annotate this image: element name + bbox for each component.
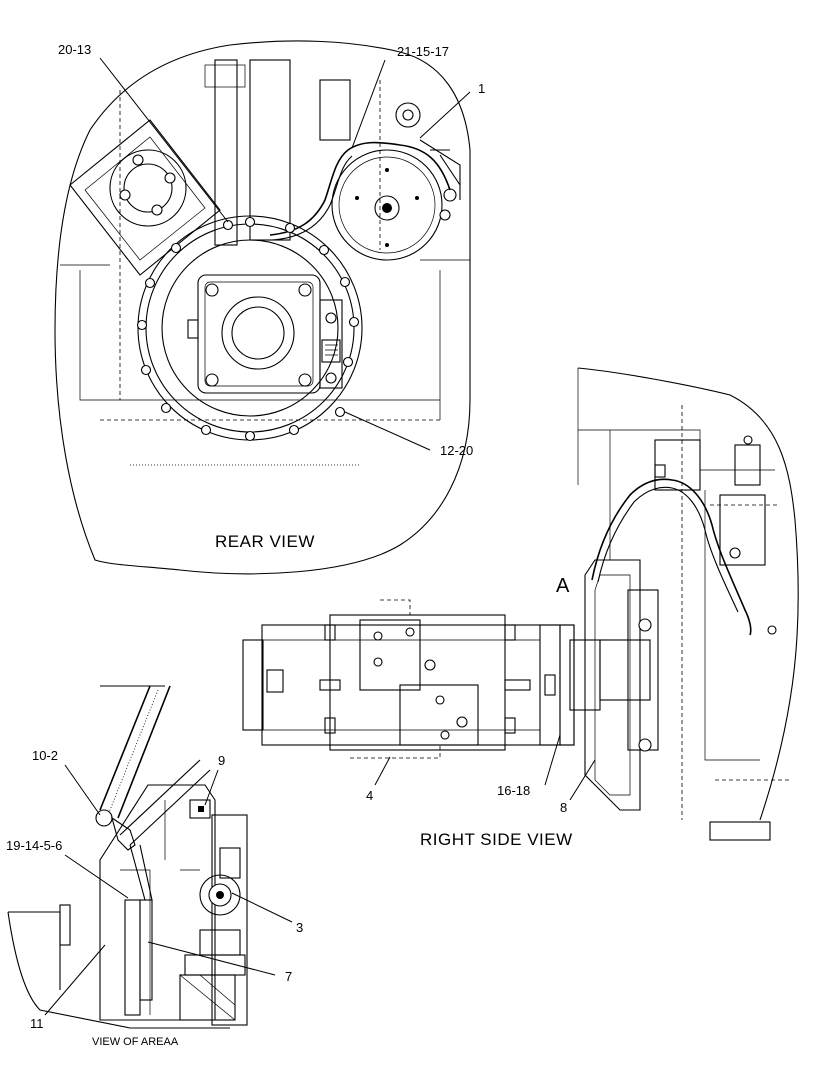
area-a-strap [119,759,211,846]
callout-16-18: 16-18 [497,783,530,798]
leader-21-15-17 [351,59,386,149]
right-adapter-housing [584,559,641,811]
callout-11: 11 [30,1016,44,1031]
right-fitting-block-2 [734,444,761,486]
rear-column-mid [249,59,291,241]
leader-12-20 [344,411,431,451]
rear-column-cap [204,64,246,88]
rear-hidden-lines [100,80,440,421]
leader-10-2 [64,764,101,816]
right-engine-lines [577,368,775,761]
rear-flywheel-housing [136,215,363,442]
right-main-pump [242,599,575,759]
leader-3 [231,892,293,923]
right-hose-clamp [654,464,666,478]
area-a-hose-left-edge [99,685,151,811]
rear-right-cover [331,149,443,261]
callout-1: 1 [478,81,485,96]
rear-frame-lines [60,259,470,420]
leader-11 [44,944,106,1016]
right-hose-inner [597,486,739,613]
rear-left-pump [69,119,221,276]
rear-hose-inner [271,155,353,241]
area-a-view-title: VIEW OF AREAA [92,1036,179,1048]
callout-20-13: 20-13 [58,42,91,57]
rear-pump-plate [187,274,343,394]
leader-19-14-5-6 [64,854,129,899]
right-hose [591,478,752,636]
right-side-view [242,367,799,841]
callout-7: 7 [285,969,292,984]
callout-3: 3 [296,920,303,935]
callout-19-14-5-6: 19-14-5-6 [6,838,62,853]
leader-4 [374,756,391,786]
area-a-marker: A [556,575,570,597]
right-cooler-block [719,494,766,566]
callout-9: 9 [218,753,225,768]
rear-fittings [319,79,461,221]
leader-20-13 [99,57,229,223]
rear-view-outline [54,40,471,575]
right-engine-outline [577,367,799,821]
area-a-gear [199,874,241,916]
right-hidden-lines [681,405,790,820]
callout-21-15-17: 21-15-17 [397,44,449,59]
leader-7 [147,941,276,976]
callout-12-20: 12-20 [440,443,473,458]
area-a-left-block [8,911,61,990]
area-a-hose-right-edge [117,685,171,819]
area-a-housing [99,784,216,1021]
right-side-view-title: RIGHT SIDE VIEW [420,830,573,849]
area-a-view [7,685,293,1029]
leader-1 [419,91,471,139]
rear-view [54,40,471,575]
area-a-tube [124,899,141,1016]
area-a-side-stack [211,814,248,1026]
callout-8: 8 [560,800,567,815]
leader-8 [569,759,596,801]
callout-4: 4 [366,788,373,803]
rear-hose [269,141,451,236]
callout-10-2: 10-2 [32,748,58,763]
rear-view-title: REAR VIEW [215,532,315,551]
right-lower-bracket [709,821,771,841]
area-a-outline-bottom [7,911,230,1029]
rear-column-left [214,59,238,246]
leader-16-18 [544,734,561,786]
leader-9 [204,769,219,806]
